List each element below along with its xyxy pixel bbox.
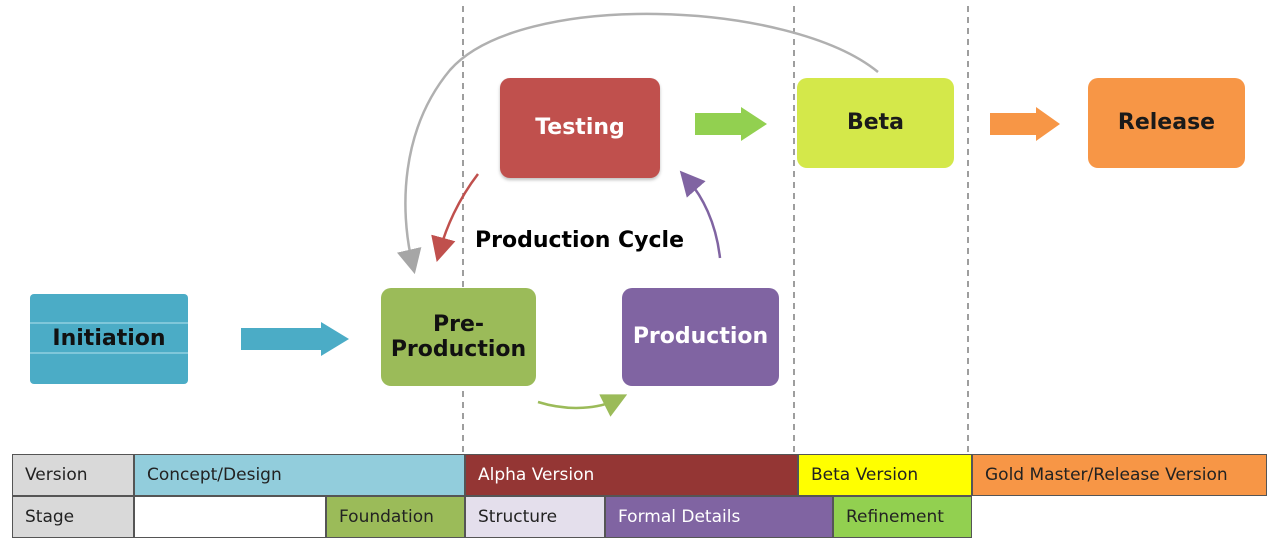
stage-empty-cell-2 (972, 496, 1267, 538)
beta-node: Beta (797, 78, 954, 168)
beta-label: Beta (846, 110, 905, 136)
foundation-cell: Foundation (326, 496, 465, 538)
concept-design-cell: Concept/Design (134, 454, 465, 496)
refinement-cell: Refinement (833, 496, 972, 538)
production-to-testing-arrow (679, 170, 722, 259)
initiation-label: Initiation (52, 326, 166, 352)
gold-master-release-cell: Gold Master/Release Version (972, 454, 1267, 496)
production-label: Production (632, 324, 769, 350)
stage-row: Stage Foundation Structure Formal Detail… (12, 496, 1267, 538)
pre-production-label: Pre- Production (391, 312, 526, 363)
stage-empty-cell-1 (134, 496, 326, 538)
version-header-cell: Version (12, 454, 134, 496)
version-row: Version Concept/Design Alpha Version Bet… (12, 454, 1267, 496)
testing-label: Testing (535, 115, 625, 141)
stage-header-cell: Stage (12, 496, 134, 538)
production-cycle-label: Production Cycle (475, 228, 685, 253)
alpha-version-cell: Alpha Version (465, 454, 798, 496)
testing-node: Testing (500, 78, 660, 178)
initiation-node: Initiation (30, 294, 188, 384)
pre-production-label-line2: Production (390, 337, 527, 362)
release-node: Release (1088, 78, 1245, 168)
version-stage-table: Version Concept/Design Alpha Version Bet… (12, 454, 1267, 539)
beta-version-cell: Beta Version (798, 454, 972, 496)
preproduction-to-production-arrow (537, 394, 628, 417)
initiation-to-preproduction-block-arrow (241, 322, 349, 356)
formal-details-cell: Formal Details (605, 496, 833, 538)
beta-to-release-block-arrow (990, 107, 1060, 141)
pre-production-node: Pre- Production (381, 288, 536, 386)
production-node: Production (622, 288, 779, 386)
structure-cell: Structure (465, 496, 605, 538)
pre-production-label-line1: Pre- (432, 311, 485, 337)
beta-to-preproduction-arc (397, 12, 879, 275)
testing-to-beta-block-arrow (695, 107, 767, 141)
release-label: Release (1117, 110, 1216, 136)
testing-to-preproduction-arrow (431, 173, 479, 263)
